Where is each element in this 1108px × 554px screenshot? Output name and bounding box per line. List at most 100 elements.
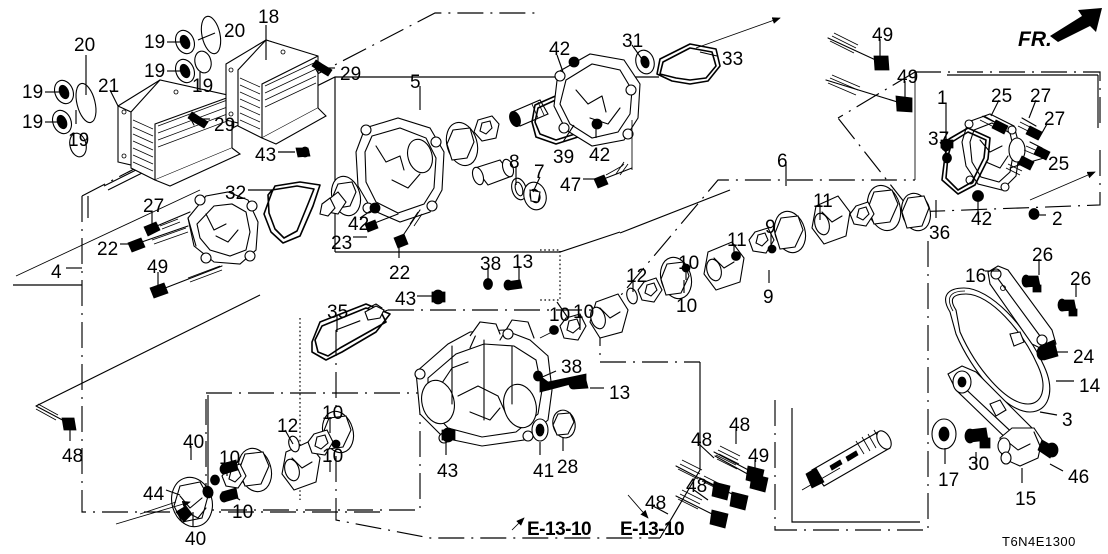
part-label-16: 16 xyxy=(965,266,987,287)
fr-arrow-icon xyxy=(1050,8,1102,42)
leader-lines xyxy=(45,25,1077,527)
part-label-47: 47 xyxy=(560,175,582,196)
bolt-40-lower xyxy=(219,487,239,503)
sleeve-8 xyxy=(471,158,515,186)
part-label-10: 10 xyxy=(678,253,700,274)
part-label-28: 28 xyxy=(557,457,579,478)
part-label-13: 13 xyxy=(512,252,534,273)
part-label-25: 25 xyxy=(1048,154,1070,175)
washer-41 xyxy=(531,418,549,442)
part-label-9: 9 xyxy=(765,217,776,238)
oil-cooler-18 xyxy=(225,39,327,145)
part-label-10: 10 xyxy=(676,296,698,317)
diagram-code: T6N4E1300 xyxy=(1002,534,1076,549)
part-label-48: 48 xyxy=(645,493,667,514)
bolt-22-left xyxy=(127,225,189,253)
rotor-left-1 xyxy=(901,192,931,232)
part-label-35: 35 xyxy=(327,302,349,323)
pump-cover-1 xyxy=(961,113,1026,192)
part-label-44: 44 xyxy=(143,484,165,505)
bolt-26-a xyxy=(1021,274,1042,293)
plug-37 xyxy=(940,138,954,164)
part-label-46: 46 xyxy=(1068,467,1090,488)
oil-cooler-21 xyxy=(117,79,242,187)
bolt-48-left xyxy=(35,403,77,431)
part-label-14: 14 xyxy=(1079,376,1101,397)
part-label-29: 29 xyxy=(340,64,362,85)
bolt-25-b xyxy=(1005,155,1035,176)
part-label-42: 42 xyxy=(589,145,611,166)
bolt-49-a xyxy=(827,32,890,71)
bolt-48-2 xyxy=(675,489,729,529)
part-label-10: 10 xyxy=(322,403,344,424)
part-label-30: 30 xyxy=(968,454,990,475)
bolt-40-upper xyxy=(219,459,239,475)
nut-42-5 xyxy=(369,202,381,214)
part-label-42: 42 xyxy=(348,214,370,235)
part-label-21: 21 xyxy=(98,76,120,97)
part-label-43: 43 xyxy=(255,145,277,166)
part-label-19: 19 xyxy=(22,82,44,103)
part-label-5: 5 xyxy=(410,72,421,93)
seal-35 xyxy=(311,303,391,361)
part-label-43: 43 xyxy=(437,461,459,482)
housing-4 xyxy=(187,191,259,265)
part-label-26: 26 xyxy=(1070,269,1092,290)
bolt-49-bottom xyxy=(714,453,769,493)
part-label-27: 27 xyxy=(1030,86,1052,107)
part-label-11: 11 xyxy=(813,191,833,212)
plug-2 xyxy=(1028,208,1040,220)
rotor-group-5a xyxy=(319,175,362,217)
part-label-10: 10 xyxy=(573,302,595,323)
part-label-32: 32 xyxy=(225,183,247,204)
part-label-10: 10 xyxy=(219,448,241,469)
part-label-2: 2 xyxy=(1052,209,1063,230)
chain-guide-16 xyxy=(987,265,1057,351)
gasket-36 xyxy=(941,127,991,195)
part-label-1: 1 xyxy=(937,88,948,109)
bolt-49-left xyxy=(149,265,223,299)
part-label-10: 10 xyxy=(549,305,571,326)
bolt-27-b xyxy=(1023,141,1051,161)
pin-upper xyxy=(509,99,549,128)
bolt-29-lower xyxy=(187,111,209,129)
bolt-27-a xyxy=(1017,117,1043,141)
bolt-47 xyxy=(593,161,633,189)
plate-7 xyxy=(523,181,547,211)
part-label-29: 29 xyxy=(214,115,236,136)
dowel-43-mid xyxy=(431,289,446,305)
pump-body-5 xyxy=(355,117,445,223)
part-label-19: 19 xyxy=(68,130,90,151)
tensioner-15 xyxy=(997,427,1043,467)
part-label-9: 9 xyxy=(763,287,774,308)
part-label-41: 41 xyxy=(533,461,555,482)
part-label-33: 33 xyxy=(722,49,744,70)
part-label-12: 12 xyxy=(626,266,648,287)
pump-housing-31 xyxy=(553,49,655,147)
part-label-4: 4 xyxy=(51,262,62,283)
fr-orientation-label: FR. xyxy=(1018,28,1052,51)
main-pump-body xyxy=(414,319,587,447)
part-label-49: 49 xyxy=(872,25,894,46)
part-label-49: 49 xyxy=(897,67,919,88)
part-label-22: 22 xyxy=(389,263,411,284)
part-label-37: 37 xyxy=(928,129,950,150)
part-label-43: 43 xyxy=(395,289,417,310)
rotor-group-5b xyxy=(445,115,500,167)
part-label-24: 24 xyxy=(1073,347,1095,368)
part-label-22: 22 xyxy=(97,239,119,260)
part-label-19: 19 xyxy=(144,32,166,53)
plug-38-body xyxy=(533,370,543,382)
part-label-6: 6 xyxy=(777,151,788,172)
rotor-train-6 xyxy=(549,184,902,341)
reference-callout: E-13-10 xyxy=(527,519,592,540)
part-label-49: 49 xyxy=(147,257,169,278)
dowel-43-top xyxy=(295,146,311,158)
part-label-48: 48 xyxy=(62,446,84,467)
part-label-48: 48 xyxy=(691,430,713,451)
gasket-33 xyxy=(656,43,721,85)
rotor-44 xyxy=(171,476,213,528)
bolt-48-4 xyxy=(699,475,749,511)
